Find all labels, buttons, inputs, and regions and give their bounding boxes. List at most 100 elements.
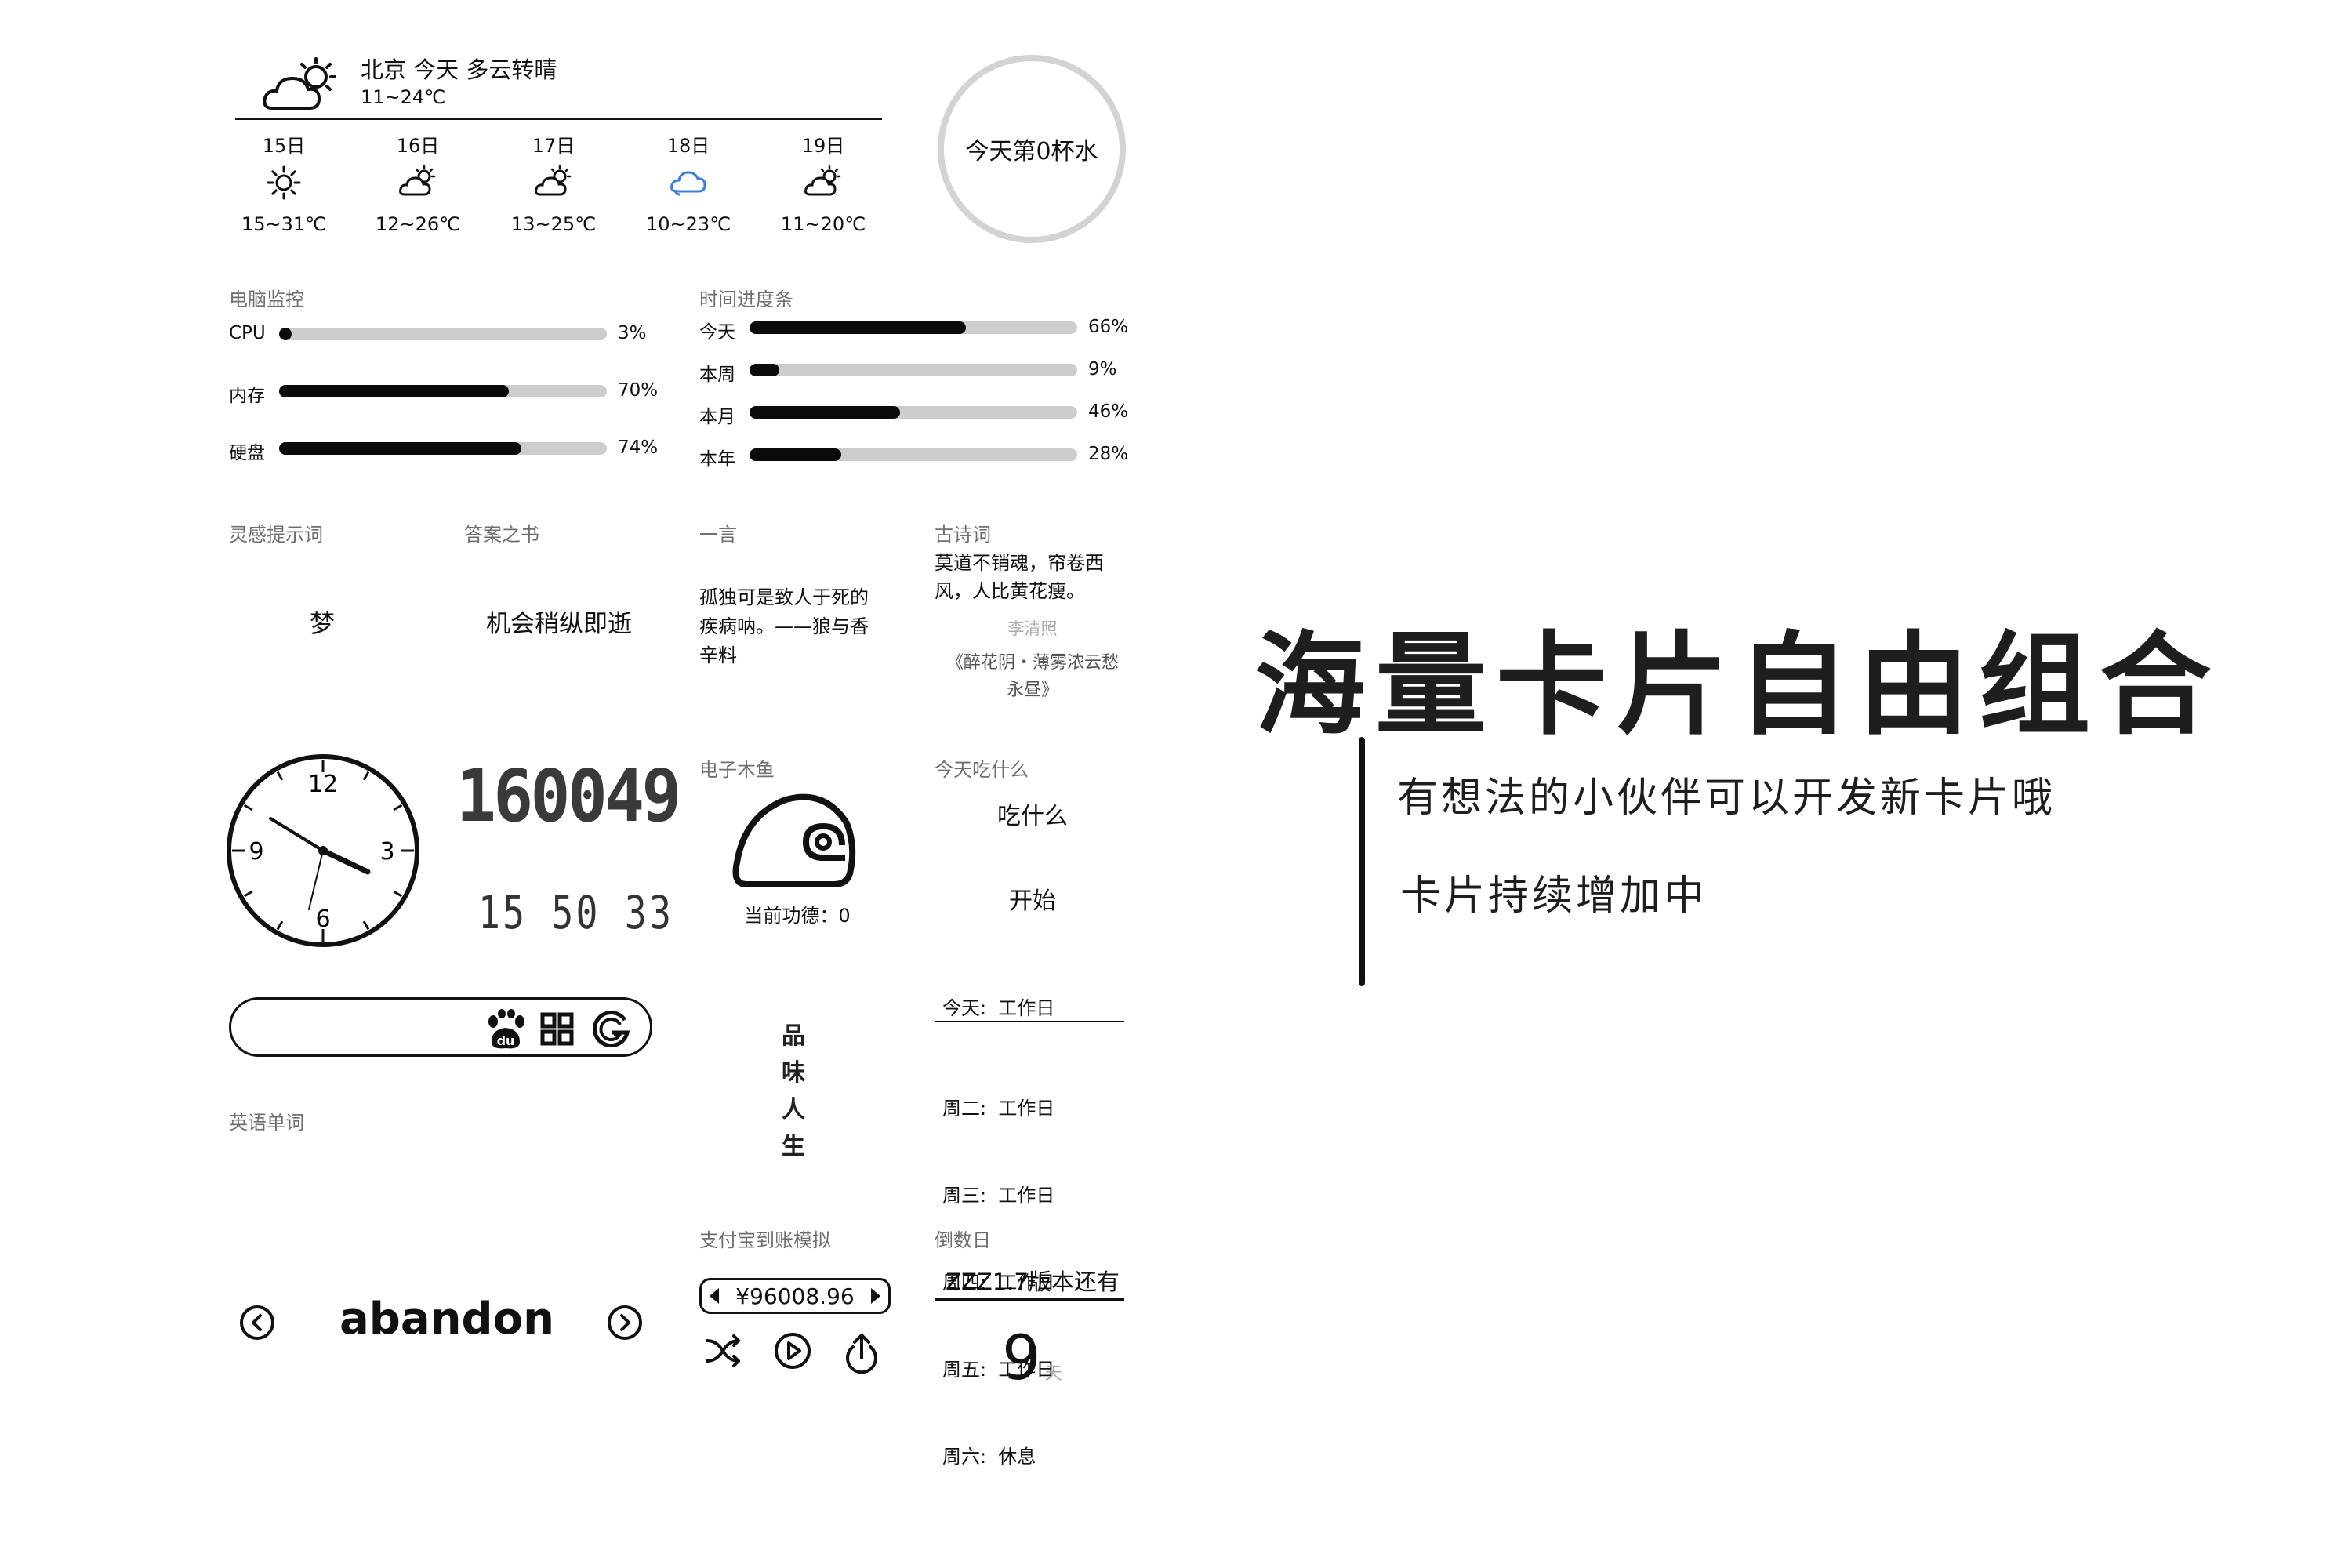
shuffle-icon[interactable] <box>704 1333 743 1369</box>
promo-headline: 海量卡片自由组合 <box>1254 621 2220 750</box>
windows-logo-icon[interactable] <box>540 1012 575 1047</box>
progress-label: 硬盘 <box>229 443 265 463</box>
alipay-amount-box[interactable]: ¥96008.96 <box>699 1278 891 1314</box>
baidu-paw-icon[interactable]: du <box>484 1009 528 1050</box>
promo-accent-bar <box>1359 737 1365 986</box>
forecast-date: 18日 <box>666 135 710 157</box>
promo-line-1: 有想法的小伙伴可以开发新卡片哦 <box>1397 775 2056 822</box>
progress-track <box>750 321 1077 334</box>
motto-char: 品 <box>782 1022 805 1050</box>
vertical-motto: 品 味 人 生 <box>778 1018 809 1165</box>
hitokoto-title: 一言 <box>699 524 737 546</box>
progress-track <box>750 448 1077 461</box>
workday-item: 周五: 工作日 <box>942 1359 1055 1381</box>
countdown-number: 9 天 <box>1002 1323 1062 1394</box>
poem-text[interactable]: 莫道不销魂，帘卷西 风，人比黄花瘦。 <box>935 549 1131 605</box>
answers-text[interactable]: 机会稍纵即逝 <box>486 610 632 638</box>
weather-today-range: 11~24℃ <box>361 86 446 108</box>
forecast-range: 11~20℃ <box>780 213 866 235</box>
forecast-range: 15~31℃ <box>241 213 327 235</box>
monitor-title: 电脑监控 <box>229 289 304 310</box>
forecast-range: 13~25℃ <box>510 213 597 235</box>
progress-fill <box>279 442 522 455</box>
hitokoto-line: 孤独可是致人于死的 <box>699 586 869 608</box>
poem-author: 李清照 <box>1007 619 1058 638</box>
progress-label: 今天 <box>699 322 735 343</box>
countdown-days: 9 <box>1002 1323 1041 1394</box>
progress-percent: 74% <box>618 437 659 458</box>
water-tracker-button[interactable]: 今天第0杯水 <box>938 55 1126 243</box>
progress-fill <box>750 364 779 376</box>
workday-list: 周二: 工作日 周三: 工作日 周四: 工作日 周五: 工作日 周六: 休息 <box>942 1036 1054 1501</box>
motto-char: 生 <box>782 1133 805 1160</box>
forecast-range: 10~23℃ <box>645 213 731 235</box>
workday-item: 周六: 休息 <box>942 1446 1036 1468</box>
clock-number-6: 6 <box>315 906 330 933</box>
poem-source-line: 永昼》 <box>1006 681 1058 700</box>
search-input[interactable] <box>255 1011 493 1047</box>
wooden-fish-icon[interactable] <box>731 792 856 892</box>
progress-percent: 46% <box>1088 401 1129 422</box>
clock-number-3: 3 <box>379 838 394 866</box>
weather-divider <box>235 118 882 120</box>
inspiration-title: 灵感提示词 <box>229 524 323 546</box>
share-icon[interactable] <box>842 1331 881 1374</box>
muyu-title: 电子木鱼 <box>699 759 775 781</box>
progress-percent: 9% <box>1088 359 1117 379</box>
sun-icon <box>267 165 301 200</box>
workday-item: 周三: 工作日 <box>942 1185 1055 1207</box>
progress-percent: 28% <box>1088 444 1129 464</box>
progress-track <box>750 364 1077 376</box>
progress-track <box>279 442 607 455</box>
food-start-button[interactable]: 开始 <box>1009 887 1056 915</box>
forecast-date: 15日 <box>262 135 306 157</box>
progress-fill <box>750 448 842 461</box>
motto-char: 味 <box>782 1059 805 1087</box>
forecast-date: 17日 <box>532 135 575 157</box>
poem-source: 《醉花阴・薄雾浓云愁 永昼》 <box>935 649 1131 704</box>
previous-word-icon[interactable] <box>239 1305 275 1341</box>
play-icon[interactable] <box>773 1331 812 1370</box>
workday-item: 周四: 工作日 <box>942 1272 1055 1294</box>
progress-percent: 3% <box>618 323 647 343</box>
next-word-icon[interactable] <box>607 1305 643 1341</box>
food-prompt: 吃什么 <box>997 803 1068 830</box>
food-title: 今天吃什么 <box>935 759 1029 781</box>
water-tracker-label: 今天第0杯水 <box>965 138 1098 165</box>
progress-label: 本年 <box>699 449 735 470</box>
google-logo-icon[interactable] <box>590 1009 631 1050</box>
clock-minute-hand <box>269 817 325 852</box>
progress-fill <box>279 328 292 340</box>
progress-fill <box>750 321 966 334</box>
poem-title: 古诗词 <box>935 524 991 546</box>
countdown-divider <box>935 1298 1124 1301</box>
hitokoto-line: 辛料 <box>699 644 737 666</box>
inspiration-word[interactable]: 梦 <box>310 608 336 638</box>
svg-text:du: du <box>497 1033 515 1048</box>
english-title: 英语单词 <box>229 1112 304 1134</box>
time-progress-title: 时间进度条 <box>699 289 793 310</box>
progress-track <box>279 328 607 340</box>
english-word: abandon <box>339 1294 554 1345</box>
forecast-date: 19日 <box>801 135 845 157</box>
hitokoto-text[interactable]: 孤独可是致人于死的 疾病呐。——狼与香 辛料 <box>699 583 869 670</box>
muyu-merit: 当前功德：0 <box>744 905 851 927</box>
workday-item: 周二: 工作日 <box>942 1098 1055 1120</box>
clock-number-12: 12 <box>308 771 338 798</box>
progress-percent: 66% <box>1088 317 1129 337</box>
progress-label: CPU <box>229 323 266 343</box>
triangle-right-icon[interactable] <box>871 1288 880 1304</box>
forecast-date: 16日 <box>396 135 440 157</box>
countdown-event: ZZZ1.7版本还有 <box>946 1269 1120 1295</box>
clock-number-9: 9 <box>249 838 263 866</box>
forecast-range: 12~26℃ <box>375 213 461 235</box>
triangle-left-icon[interactable] <box>710 1288 719 1304</box>
poem-line: 风，人比黄花瘦。 <box>935 580 1085 602</box>
search-bar[interactable]: du <box>229 997 652 1057</box>
progress-fill <box>750 406 901 419</box>
weather-location-line: 北京 今天 多云转晴 <box>361 56 557 83</box>
progress-label: 本月 <box>699 407 735 427</box>
progress-label: 本周 <box>699 365 735 385</box>
answers-title: 答案之书 <box>464 524 539 546</box>
workday-divider <box>935 1021 1124 1022</box>
